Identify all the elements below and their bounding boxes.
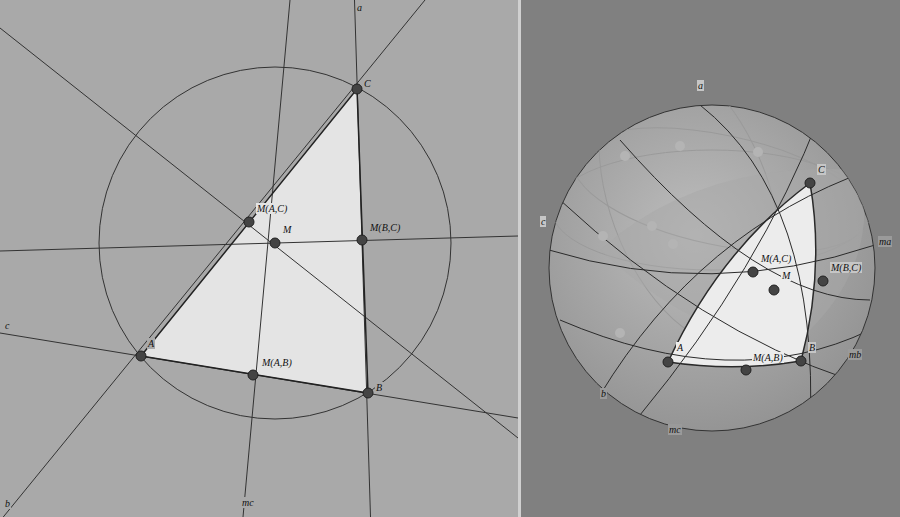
midpoint-label: M(A,B)	[261, 357, 293, 368]
plane-ground	[0, 0, 518, 517]
back-points	[598, 141, 763, 338]
line-label: mb	[848, 349, 862, 360]
line-label: a	[697, 80, 704, 91]
sphere-points	[663, 178, 828, 375]
vertex-label: B	[808, 342, 816, 353]
midpoint-label: M(B,C)	[369, 222, 401, 233]
vertex-label: C	[363, 78, 372, 89]
vertex-label: B	[375, 382, 383, 393]
line-label: mc	[241, 497, 255, 508]
construction-points	[136, 84, 373, 398]
midpoint-label: M(A,C)	[760, 253, 792, 264]
center-label: M	[781, 270, 791, 281]
panel-divider	[518, 0, 521, 517]
vertex-label: A	[676, 342, 684, 353]
sphere	[549, 105, 875, 431]
midpoint-label: M(A,B)	[752, 352, 784, 363]
line-label: b	[4, 498, 11, 509]
center-label: M	[282, 224, 292, 235]
sphere-ground	[521, 0, 900, 517]
line-label: b	[600, 388, 607, 399]
line-label: ma	[878, 236, 892, 247]
spherical-construction	[549, 32, 878, 431]
euclidean-construction	[0, 0, 518, 517]
line-label: c	[540, 216, 546, 227]
vertex-label: A	[147, 338, 155, 349]
midpoint-label: M(B,C)	[830, 262, 862, 273]
line-label: a	[356, 2, 363, 13]
vertex-label: C	[817, 164, 826, 175]
line-label: mc	[668, 424, 682, 435]
midpoint-label: M(A,C)	[256, 203, 288, 214]
line-label: c	[4, 320, 10, 331]
